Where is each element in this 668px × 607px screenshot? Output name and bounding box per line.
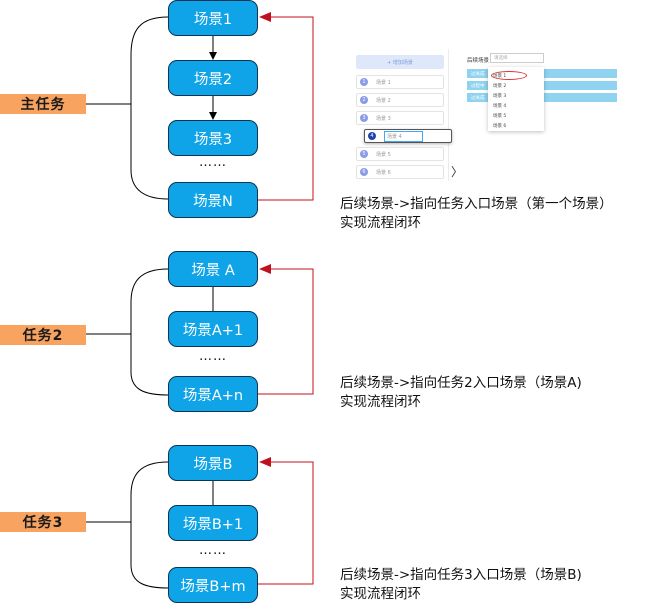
scene-list-label: 场景 6	[376, 169, 391, 176]
loop-arrow-1	[258, 12, 314, 201]
loop-arrow-3	[258, 457, 314, 585]
brace-group-2	[130, 268, 169, 396]
condition-bar-label: 过关成	[471, 71, 485, 77]
task-label-3: 任务3	[0, 512, 86, 532]
scene-list-item[interactable]: 2 场景 2	[356, 93, 444, 107]
dropdown-option[interactable]: 场景 6	[493, 124, 507, 129]
chevron-right-icon[interactable]: 〉	[451, 165, 464, 179]
dropdown-option[interactable]: 场景 4	[493, 104, 507, 109]
scene-node-1: 场景1	[168, 0, 258, 36]
scene-list-item[interactable]: 5 场景 5	[356, 147, 444, 161]
scene-node-b: 场景B	[168, 445, 258, 481]
step-number: 3	[360, 114, 368, 122]
step-number: 6	[360, 168, 368, 176]
scene-list-item[interactable]: 1 场景 1	[356, 75, 444, 89]
scene-node-bm: 场景B+m	[168, 567, 258, 603]
step-number: 1	[360, 78, 368, 86]
scene-list-label: 场景 2	[376, 97, 391, 104]
scene-list-item[interactable]: 6 场景 6	[356, 165, 444, 179]
scene-node-2: 场景2	[168, 60, 258, 96]
brace-group-3	[130, 461, 169, 589]
note-1-line1: 后续场景->指向任务入口场景（第一个场景）	[340, 196, 613, 212]
dropdown-option[interactable]: 场景 2	[493, 84, 507, 89]
task-label-main: 主任务	[0, 94, 86, 114]
loop-arrow-2	[258, 264, 314, 395]
step-number: 2	[360, 96, 368, 104]
ui-screenshot-thumbnail: + 增加场景 1 场景 1 2 场景 2 3 场景 3 4 场景 4 5 场景 5 6 场景…	[352, 45, 620, 181]
ellipsis-1: ……	[199, 155, 227, 170]
condition-bar-label: 过关成	[471, 95, 485, 101]
step-number: 4	[368, 132, 376, 140]
note-2-line2: 实现流程闭环	[340, 394, 421, 410]
scene-list-label: 场景 4	[384, 130, 423, 142]
scene-node-b1: 场景B+1	[168, 505, 258, 541]
scene-list-item[interactable]: 3 场景 3	[356, 111, 444, 125]
note-1-line2: 实现流程闭环	[340, 215, 421, 231]
scene-list-item-selected[interactable]: 4 场景 4	[364, 129, 452, 143]
ellipsis-3: ……	[199, 543, 227, 558]
note-3-line2: 实现流程闭环	[340, 586, 421, 602]
scene-list-label: 场景 1	[376, 79, 391, 86]
scene-node-an: 场景A+n	[168, 376, 258, 412]
brace-group-1	[130, 16, 169, 200]
next-scene-label: 后续场景	[467, 58, 490, 64]
add-scene-button[interactable]: + 增加场景	[356, 55, 444, 69]
scene-node-a1: 场景A+1	[168, 311, 258, 347]
next-scene-select[interactable]: 请选择	[490, 53, 544, 63]
scene-node-3: 场景3	[168, 120, 258, 156]
step-number: 5	[360, 150, 368, 158]
scene-list-label: 场景 3	[376, 115, 391, 122]
highlight-ellipse	[491, 71, 527, 80]
scene-node-n: 场景N	[168, 182, 258, 218]
condition-bar-label: 过程中	[471, 83, 485, 89]
note-2-line1: 后续场景->指向任务2入口场景（场景A)	[340, 375, 582, 391]
dropdown-option[interactable]: 场景 5	[493, 114, 507, 119]
note-3-line1: 后续场景->指向任务3入口场景（场景B)	[340, 567, 582, 583]
dropdown-option[interactable]: 场景 3	[493, 94, 507, 99]
scene-list-panel: + 增加场景 1 场景 1 2 场景 2 3 场景 3 4 场景 4 5 场景 5 6 场景…	[352, 49, 452, 181]
scene-node-a: 场景 A	[168, 251, 258, 287]
scene-list-label: 场景 5	[376, 151, 391, 158]
task-label-2: 任务2	[0, 325, 86, 345]
ellipsis-2: ……	[199, 349, 227, 364]
